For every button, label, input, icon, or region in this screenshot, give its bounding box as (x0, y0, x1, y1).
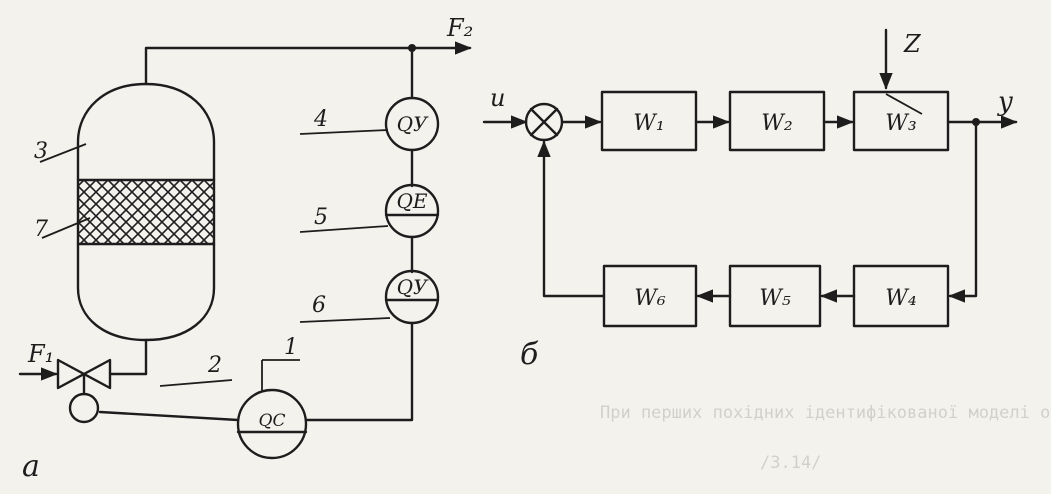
part-a-label: а (22, 449, 40, 484)
callout-1: 1 (284, 335, 298, 360)
instrument-qy-top-label: QУ (397, 112, 429, 136)
callout-3: 3 (34, 139, 48, 164)
callout-4: 4 (313, 107, 328, 132)
bleed-through-text: При перших похідних ідентифікованої моде… (600, 403, 1051, 473)
part-b-label: б (520, 337, 539, 372)
input-label: u (490, 84, 505, 112)
block-diagram: u W₁ W₂ W₃ Z y W₄ W₅ W₆ б (482, 28, 1018, 372)
block-w4-label: W₄ (885, 286, 916, 311)
output-label: y (997, 87, 1013, 117)
callout-7: 7 (34, 217, 48, 242)
disturbance-label: Z (903, 30, 922, 58)
control-valve (56, 358, 112, 390)
callout-2: 2 (207, 353, 222, 378)
block-w1-label: W₁ (633, 111, 664, 136)
controller-qc (236, 388, 308, 460)
reactor-vessel (76, 82, 216, 342)
block-w6-label: W₆ (634, 286, 666, 311)
controller-qc-label: QC (259, 411, 286, 431)
callout-5: 5 (314, 205, 328, 230)
block-w5-label: W₅ (759, 286, 791, 311)
block-w3-label: W₃ (885, 111, 916, 136)
bleed-line-1: При перших похідних ідентифікованої моде… (600, 403, 1051, 423)
valve-actuator (68, 392, 100, 424)
flow-in-label: F₁ (27, 340, 54, 368)
instrument-qy-lower-label: QУ (397, 275, 429, 299)
callout-6: 6 (312, 293, 326, 318)
product-pipe (144, 41, 472, 86)
instrument-qe-label: QE (397, 189, 428, 213)
process-scheme: F₂ QУ QE QУ QC F₁ 1 2 3 (18, 14, 473, 484)
block-w2-label: W₂ (761, 111, 792, 136)
flow-out-label: F₂ (446, 14, 473, 42)
catalyst-bed (79, 180, 213, 244)
bleed-line-2: /3.14/ (760, 453, 821, 473)
